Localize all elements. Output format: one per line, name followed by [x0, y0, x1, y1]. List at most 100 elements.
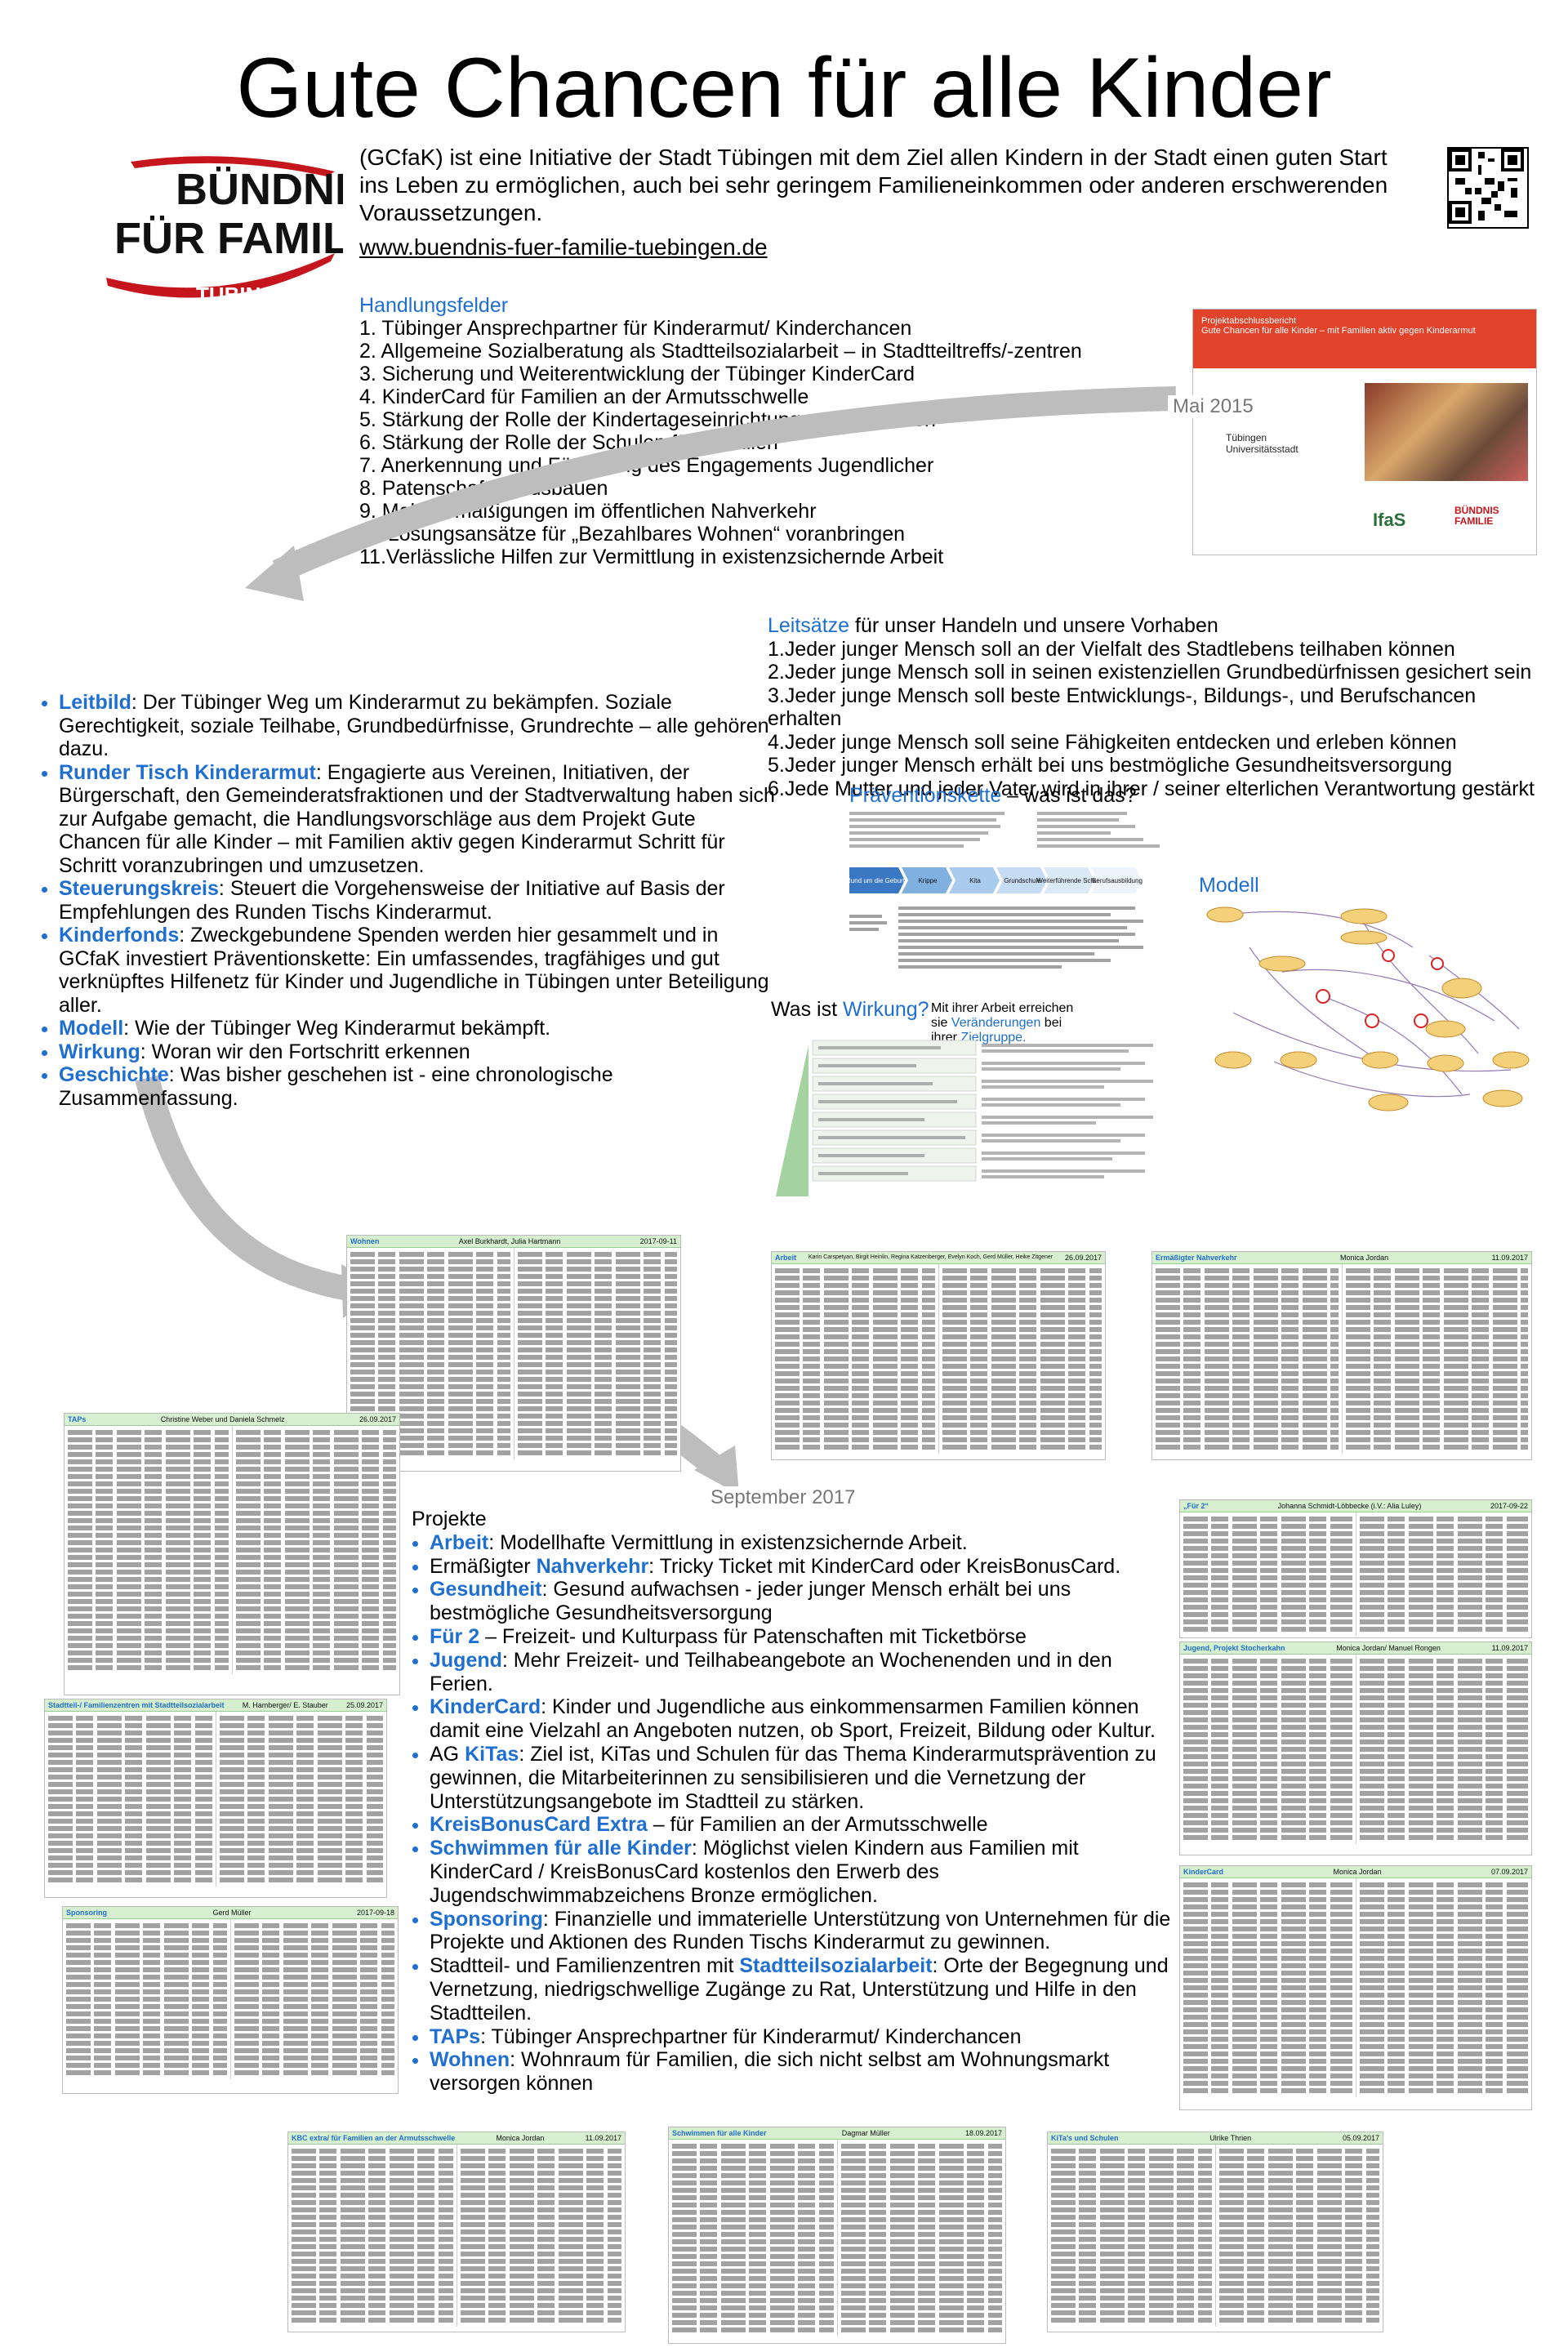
list-item: KinderCard: Kinder und Jugendliche aus e… — [430, 1695, 1179, 1743]
project-label: Arbeit — [430, 1530, 489, 1554]
card-title: „Für 2“ — [1183, 1502, 1209, 1510]
project-label: Jugend — [430, 1648, 502, 1672]
card-title: Stadtteil-/ Familienzentren mit Stadttei… — [48, 1701, 225, 1709]
report-uni: Tübingen Universitätsstadt — [1226, 432, 1298, 455]
bullet-label: Steuerungskreis — [59, 877, 219, 900]
list-item: Sponsoring: Finanzielle und immaterielle… — [430, 1908, 1179, 1955]
projekte-title: Projekte — [412, 1508, 487, 1530]
card-people: Monica Jordan — [1340, 1254, 1389, 1262]
bullet-label: Geschichte — [59, 1063, 169, 1086]
card-title: Jugend, Projekt Stocherkahn — [1183, 1644, 1285, 1652]
project-card-arbeit: Arbeit Karin Carspetyan, Birgit Heinlin, … — [771, 1251, 1106, 1460]
card-title: Arbeit — [775, 1254, 797, 1262]
bullet-label: Wirkung — [59, 1040, 140, 1063]
bullet-text: : Wie der Tübinger Weg Kinderarmut bekäm… — [123, 1017, 551, 1040]
card-date: 11.09.2017 — [585, 2134, 621, 2142]
project-label: Für 2 — [430, 1624, 480, 1648]
project-label: Gesundheit — [430, 1578, 542, 1601]
project-text: : Finanzielle und immaterielle Unterstüt… — [430, 1907, 1171, 1954]
card-date: 2017-09-18 — [356, 1909, 394, 1917]
list-item: Leitbild: Der Tübinger Weg um Kinderarmu… — [59, 691, 777, 761]
intro-text: (GCfaK) ist eine Initiative der Stadt Tü… — [359, 144, 1421, 261]
list-item: Arbeit: Modellhafte Vermittlung in exist… — [430, 1531, 1179, 1555]
praeventionskette-title: Präventionskette – was ist das? — [849, 784, 1137, 808]
card-title: Wohnen — [350, 1237, 380, 1245]
card-people: Monica Jordan/ Manuel Rongen — [1336, 1644, 1441, 1652]
project-pre: AG — [430, 1742, 466, 1766]
report-photo — [1365, 383, 1528, 481]
wirkung-note-l2-post: bei — [1040, 1016, 1062, 1030]
bullet-label: Kinderfonds — [59, 924, 180, 947]
list-item: TAPs: Tübinger Ansprechpartner für Kinde… — [430, 2025, 1179, 2049]
website-link[interactable]: www.buendnis-fuer-familie-tuebingen.de — [359, 234, 768, 260]
modell-title: Modell — [1199, 874, 1259, 897]
project-text: : Kinder und Jugendliche aus einkommensa… — [430, 1695, 1156, 1743]
list-item: KreisBonusCard Extra – für Familien an d… — [430, 1813, 1179, 1837]
card-people: Monica Jordan — [496, 2134, 545, 2142]
list-item: 2. Allgemeine Sozialberatung als Stadtte… — [359, 340, 1082, 363]
list-item: 6.Jede Mutter und jeder Vater wird in ih… — [768, 777, 1535, 800]
card-people: Dagmar Müller — [841, 2129, 890, 2137]
project-text: : Ziel ist, KiTas und Schulen für das Th… — [430, 1742, 1156, 1813]
handlungsfelder-list: 1. Tübinger Ansprechpartner für Kinderar… — [359, 317, 1176, 568]
leitsaetze-title: Leitsätze für unser Handeln und unsere V… — [768, 614, 1552, 638]
project-card-jugend: Jugend, Projekt Stocherkahn Monica Jordan… — [1179, 1642, 1532, 1855]
concept-bullets: Leitbild: Der Tübinger Weg um Kinderarmu… — [41, 691, 777, 1110]
bullet-text: : Der Tübinger Weg um Kinderarmut zu bek… — [59, 691, 769, 760]
wirkung-title-colored: Wirkung? — [842, 998, 929, 1021]
bullet-label: Runder Tisch Kinderarmut — [59, 760, 316, 784]
card-date: 26.09.2017 — [359, 1415, 396, 1423]
list-item: 1.Jeder junger Mensch soll an der Vielfa… — [768, 637, 1455, 661]
card-people: M. Hamberger/ E. Stauber — [242, 1701, 328, 1709]
list-item: 1. Tübinger Ansprechpartner für Kinderar… — [359, 317, 912, 340]
card-title: KiTa's und Schulen — [1051, 2134, 1119, 2142]
wirkung-note-l2-pre: sie — [931, 1016, 951, 1030]
card-date: 11.09.2017 — [1491, 1644, 1528, 1652]
handlungsfelder-title: Handlungsfelder — [359, 294, 509, 317]
card-date: 2017-09-11 — [639, 1237, 677, 1245]
card-date: 05.09.2017 — [1342, 2134, 1379, 2142]
project-text: : Tricky Ticket mit KinderCard oder Krei… — [648, 1554, 1121, 1578]
card-title: Sponsoring — [66, 1909, 107, 1917]
card-title: Ermäßigter Nahverkehr — [1156, 1254, 1237, 1262]
list-item: Jugend: Mehr Freizeit- und Teilhabeangeb… — [430, 1649, 1179, 1696]
projekte-list: Arbeit: Modellhafte Vermittlung in exist… — [412, 1531, 1179, 2096]
card-people: Karin Carspetyan, Birgit Heinlin, Regina… — [808, 1254, 1054, 1260]
report-band: Projektabschlussbericht Gute Chancen für… — [1193, 310, 1536, 368]
bullet-text: : Zweckgebundene Spenden werden hier ges… — [59, 924, 769, 1017]
report-bf: BÜNDNIS FAMILIE — [1454, 505, 1499, 527]
card-title: TAPs — [68, 1415, 87, 1423]
project-text: : Möglichst vielen Kindern aus Familien … — [430, 1837, 1079, 1907]
leitsaetze-block: Leitsätze für unser Handeln und unsere V… — [768, 614, 1552, 800]
project-text: : Orte der Begegnung und Vernetzung, nie… — [430, 1954, 1169, 2025]
project-card-kbc: KBC extra/ für Familien an der Armutssch… — [287, 2132, 626, 2332]
stage-label: Kita — [969, 877, 981, 884]
wirkung-note-l3-colored: Zielgruppe. — [960, 1031, 1027, 1045]
list-item: 4. KinderCard für Familien an der Armuts… — [359, 385, 809, 408]
wirkung-staircase — [768, 1037, 1168, 1200]
wirkung-note-line2: sie Veränderungen bei — [931, 1016, 1073, 1031]
card-date: 07.09.2017 — [1490, 1868, 1528, 1876]
card-date: 25.09.2017 — [345, 1701, 383, 1709]
list-item: Schwimmen für alle Kinder: Möglichst vie… — [430, 1837, 1179, 1907]
list-item: Geschichte: Was bisher geschehen ist - e… — [59, 1063, 777, 1110]
card-header: „Für 2“Johanna Schmidt-Löbbecke (i.V.: A… — [1180, 1500, 1531, 1512]
card-header: KiTa's und Schulen Ulrike Thrien 05.09.201… — [1048, 2132, 1383, 2145]
project-label: Nahverkehr — [536, 1554, 649, 1578]
modell-diagram — [1200, 898, 1544, 1119]
date-label-mai: Mai 2015 — [1168, 395, 1258, 418]
project-card-kitas: KiTa's und Schulen Ulrike Thrien 05.09.201… — [1047, 2132, 1383, 2332]
card-people: Gerd Müller — [212, 1909, 252, 1917]
card-date: 2017-09-22 — [1490, 1502, 1528, 1510]
project-label: Stadtteilsozialarbeit — [739, 1954, 933, 1978]
card-people: Ulrike Thrien — [1209, 2134, 1252, 2142]
project-text: – für Familien an der Armutsschwelle — [647, 1813, 988, 1837]
project-label: KiTas — [465, 1742, 519, 1766]
wirkung-note: Mit ihrer Arbeit erreichen sie Veränderu… — [931, 1001, 1073, 1045]
wirkung-title: Was ist Wirkung? — [771, 998, 929, 1022]
